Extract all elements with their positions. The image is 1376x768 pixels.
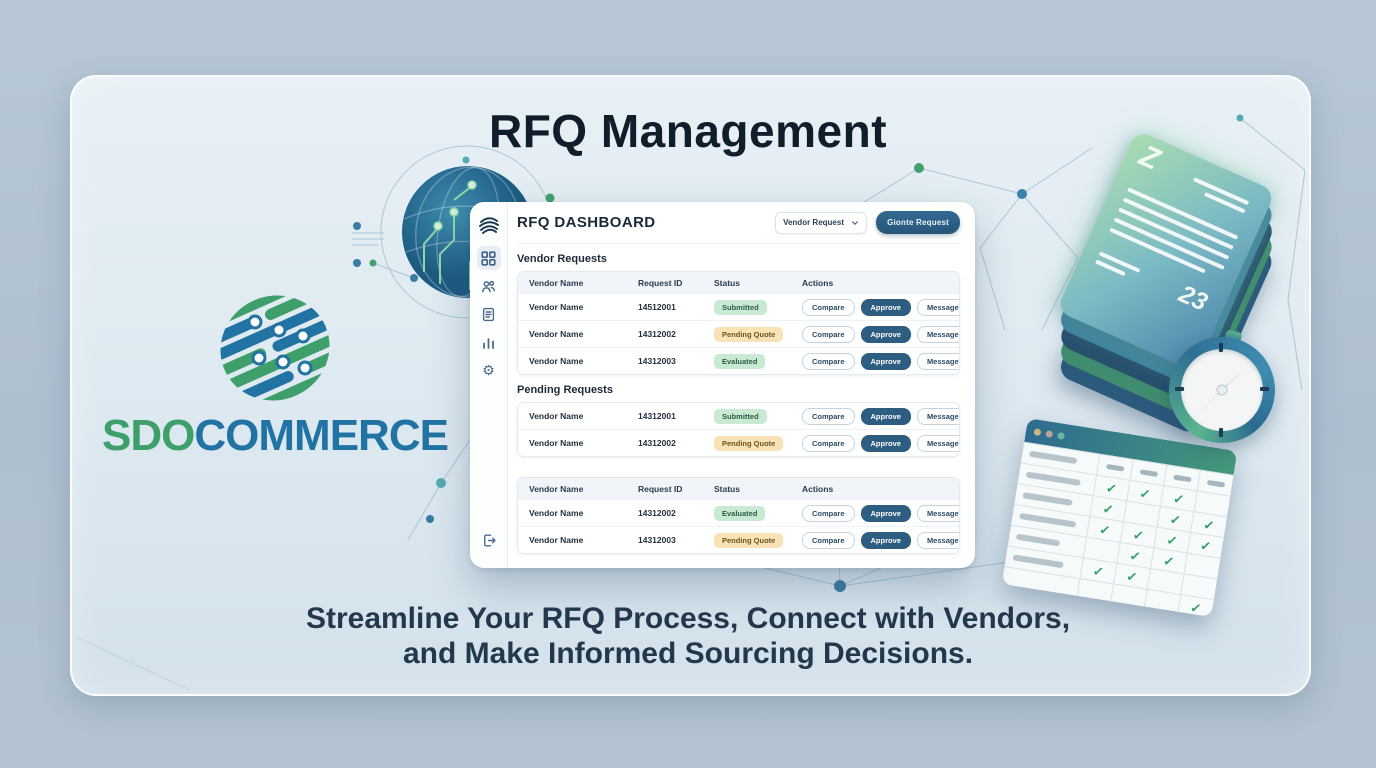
message-button[interactable]: Message [916,531,959,549]
status-badge: Pending Quote [714,532,784,548]
dashboard-header: RFQ DASHBOARD Vendor Request Gionte Requ… [517,202,960,244]
sidebar-item-analytics[interactable] [477,330,501,354]
approve-button[interactable]: Approve [860,504,911,522]
vendor-name-cell: Vendor Name [529,302,584,312]
col-request-id: Request ID [638,277,683,288]
dropdown-selected-value: Vendor Request [783,218,844,227]
table-row: Vendor Name 14312002 Evaluated Compare Ap… [518,499,959,526]
vendor-request-dropdown[interactable]: Vendor Request [775,211,868,234]
request-id-cell: 14312001 [638,411,676,421]
compass-needle [1200,368,1246,413]
approve-button[interactable]: Approve [860,352,911,370]
col-actions: Actions [802,277,834,288]
table-row: Vendor Name 14312003 Evaluated Compare Ap… [518,347,959,374]
message-button[interactable]: Message [916,407,959,425]
request-id-cell: 14312003 [638,535,676,545]
status-badge: Pending Quote [714,326,784,342]
request-id-cell: 14312002 [638,508,676,518]
vendor-name-cell: Vendor Name [529,508,584,518]
rfq-dashboard-window: ⚙ RFQ DASHBOARD Vendor Request Gionte Re… [470,202,975,568]
document-number-bottom: 23 [1174,279,1212,317]
compare-button[interactable]: Compare [802,407,855,425]
dashboard-sidebar: ⚙ [470,202,508,568]
table-header-row: Vendor Name Request ID Status Actions [518,272,959,293]
sidebar-logo-icon [478,217,499,234]
vendor-name-cell: Vendor Name [529,438,584,448]
brand-wordmark-green: SDO [102,411,195,460]
message-button[interactable]: Message [916,325,959,343]
table-row: Vendor Name 14312002 Pending Quote Compa… [518,429,959,456]
summary-table: Vendor Name Request ID Status Actions Ve… [517,477,960,554]
compare-button[interactable]: Compare [802,352,855,370]
sidebar-item-logout[interactable] [477,528,501,552]
status-badge: Evaluated [714,505,766,521]
tagline: Streamline Your RFQ Process, Connect wit… [0,601,1376,671]
table-row: Vendor Name 14512001 Submitted Compare Ap… [518,293,959,320]
col-status: Status [714,483,740,494]
request-id-cell: 14312003 [638,356,676,366]
message-button[interactable]: Message [916,504,959,522]
sidebar-item-vendors[interactable] [477,274,501,298]
page-title: RFQ Management [488,105,888,157]
vendor-requests-heading: Vendor Requests [517,253,607,265]
table-row: Vendor Name 14312003 Pending Quote Compa… [518,526,959,553]
message-button[interactable]: Message [916,352,959,370]
status-badge: Submitted [714,299,767,315]
col-actions: Actions [802,483,834,494]
tagline-line-2: and Make Informed Sourcing Decisions. [402,637,974,670]
dashboard-main: RFQ DASHBOARD Vendor Request Gionte Requ… [508,202,975,568]
compare-button[interactable]: Compare [802,504,855,522]
vendor-requests-table: Vendor Name Request ID Status Actions Ve… [517,271,960,375]
approve-button[interactable]: Approve [860,531,911,549]
approve-button[interactable]: Approve [860,407,911,425]
tagline-line-1: Streamline Your RFQ Process, Connect wit… [305,602,1071,635]
brand-logo: SDOCOMMERCE [70,292,480,461]
document-icon [482,307,495,321]
status-badge: Submitted [714,408,767,424]
table-header-row: Vendor Name Request ID Status Actions [518,478,959,499]
request-id-cell: 14512001 [638,302,676,312]
vendor-name-cell: Vendor Name [529,329,584,339]
col-vendor-name: Vendor Name [529,483,584,494]
vendor-name-cell: Vendor Name [529,535,584,545]
compare-button[interactable]: Compare [802,298,855,316]
dashboard-title: RFQ DASHBOARD [517,214,656,231]
approve-button[interactable]: Approve [860,325,911,343]
sidebar-item-dashboard[interactable] [476,246,501,270]
dashboard-grid-icon [481,250,496,266]
table-row: Vendor Name 14312002 Pending Quote Compa… [518,320,959,347]
approve-button[interactable]: Approve [860,434,911,452]
users-icon [482,280,496,292]
vendor-name-cell: Vendor Name [529,356,584,366]
compare-button[interactable]: Compare [802,434,855,452]
logout-icon [483,534,496,546]
request-id-cell: 14312002 [638,438,676,448]
vendor-name-cell: Vendor Name [529,411,584,421]
gear-icon: ⚙ [482,362,495,378]
col-vendor-name: Vendor Name [529,277,584,288]
compare-button[interactable]: Compare [802,531,855,549]
message-button[interactable]: Message [916,434,959,452]
status-badge: Evaluated [714,353,766,369]
bar-chart-icon [483,337,494,349]
chevron-down-icon [852,220,859,225]
status-badge: Pending Quote [714,435,784,451]
pending-requests-heading: Pending Requests [517,384,613,396]
brand-wordmark: SDOCOMMERCE [70,411,480,461]
compass-decoration [1169,329,1275,443]
brand-wordmark-blue: COMMERCE [194,411,449,460]
approve-button[interactable]: Approve [860,298,911,316]
col-request-id: Request ID [638,483,683,494]
table-row: Vendor Name 14312001 Submitted Compare Ap… [518,403,959,429]
request-id-cell: 14312002 [638,329,676,339]
sidebar-item-documents[interactable] [477,302,501,326]
col-status: Status [714,277,740,288]
message-button[interactable]: Message [916,298,959,316]
sidebar-item-settings[interactable]: ⚙ [477,358,501,382]
compare-button[interactable]: Compare [802,325,855,343]
checklist-decoration: ✓✓✓✓✓✓✓✓✓✓✓✓✓✓✓ [1001,418,1238,618]
create-request-button[interactable]: Gionte Request [876,211,960,234]
brand-globe-icon [217,292,333,404]
